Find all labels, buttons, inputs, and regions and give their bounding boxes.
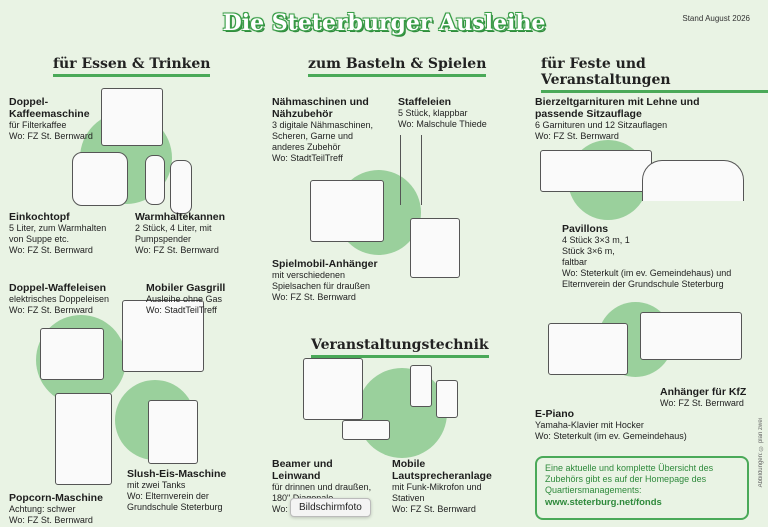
section-basteln: zum Basteln & Spielen: [308, 56, 487, 77]
item-title: Pavillons: [562, 223, 609, 235]
item-desc: mit verschiedenen Spielsachen für drauße…: [272, 270, 371, 291]
item-location: Wo: FZ St. Bernward: [9, 515, 93, 525]
stand-date: Stand August 2026: [682, 14, 750, 23]
item-title: Warmhaltekannen: [135, 211, 226, 223]
item-title: Mobile Lautsprecheranlage: [392, 458, 492, 482]
item-location: Wo: Malschule Thiede: [398, 119, 487, 129]
item-title: Beamer und Leinwand: [272, 458, 333, 482]
item-warmhalte: Warmhaltekannen 2 Stück, 4 Liter, mit Pu…: [135, 211, 235, 256]
homepage-link[interactable]: www.steterburg.net/fonds: [545, 497, 662, 508]
item-bierzelt: Bierzeltgarnituren mit Lehne und passend…: [535, 96, 710, 142]
easel-illustration: [400, 135, 422, 205]
section-essen: für Essen & Trinken: [53, 56, 211, 77]
item-location: Wo: FZ St. Bernward: [9, 305, 93, 315]
waffle-iron-illustration: [40, 328, 104, 380]
item-title: Nähmaschinen und Nähzubehör: [272, 96, 369, 120]
item-piano: E-Piano Yamaha-Klavier mit Hocker Wo: St…: [535, 408, 725, 442]
gas-grill-illustration: [122, 300, 204, 372]
item-location: Wo: Steterkult (im ev. Gemeindehaus) und…: [562, 268, 732, 289]
item-title: Doppel-Kaffeemaschine: [9, 96, 90, 120]
item-title: Doppel-Waffeleisen: [9, 282, 107, 294]
item-gasgrill: Mobiler Gasgrill Ausleihe ohne Gas Wo: S…: [146, 282, 246, 316]
item-lautsprecher: Mobile Lautsprecheranlage mit Funk-Mikro…: [392, 458, 512, 515]
car-trailer-illustration: [640, 312, 742, 360]
info-text: Eine aktuelle und komplette Übersicht de…: [545, 463, 714, 495]
item-title: Mobiler Gasgrill: [146, 282, 226, 294]
item-staffelei: Staffeleien 5 Stück, klappbar Wo: Malsch…: [398, 96, 508, 130]
item-anhaenger: Anhänger für KfZ Wo: FZ St. Bernward: [660, 386, 755, 409]
speaker-illustration: [410, 365, 432, 407]
item-desc: 2 Stück, 4 Liter, mit Pumpspender: [135, 223, 212, 244]
item-location: Wo: FZ St. Bernward: [9, 131, 93, 141]
pot-illustration: [72, 152, 128, 206]
piano-illustration: [548, 323, 628, 375]
sewing-machine-illustration: [310, 180, 384, 242]
beer-bench-illustration: [540, 150, 652, 192]
screenshot-tooltip: Bildschirmfoto: [290, 498, 371, 517]
item-desc: mit zwei Tanks: [127, 480, 186, 490]
item-location: Wo: FZ St. Bernward: [535, 131, 619, 141]
trailer-illustration: [410, 218, 460, 278]
item-title: E-Piano: [535, 408, 575, 420]
item-title: Einkochtopf: [9, 211, 70, 223]
item-title: Slush-Eis-Maschine: [127, 468, 227, 480]
item-popcorn: Popcorn-Maschine Achtung: schwer Wo: FZ …: [9, 492, 119, 526]
popcorn-machine-illustration: [55, 393, 112, 485]
image-credit: Abbildungen: © plan zwei: [758, 417, 764, 487]
item-desc: Yamaha-Klavier mit Hocker: [535, 420, 644, 430]
item-location: Wo: StadtTeilTreff: [146, 305, 217, 315]
projector-illustration: [342, 420, 390, 440]
item-einkochtopf: Einkochtopf 5 Liter, zum Warmhalten von …: [9, 211, 109, 256]
item-location: Wo: StadtTeilTreff: [272, 153, 343, 163]
item-pavillon: Pavillons 4 Stück 3×3 m, 1 Stück 3×6 m, …: [562, 223, 752, 290]
item-naeh: Nähmaschinen und Nähzubehör 3 digitale N…: [272, 96, 384, 164]
item-location: Wo: Steterkult (im ev. Gemeindehaus): [535, 431, 687, 441]
item-location: Wo: FZ St. Bernward: [9, 245, 93, 255]
item-spielmobil: Spielmobil-Anhänger mit verschiedenen Sp…: [272, 258, 392, 303]
item-desc: 5 Liter, zum Warmhalten von Suppe etc.: [9, 223, 107, 244]
item-location: Wo: FZ St. Bernward: [660, 398, 744, 408]
item-desc: elektrisches Doppeleisen: [9, 294, 110, 304]
item-title: Staffeleien: [398, 96, 452, 108]
item-location: Wo: Elternverein der Grundschule Steterb…: [127, 491, 223, 512]
section-technik: Veranstaltungstechnik: [311, 337, 489, 358]
item-desc: 6 Garnituren und 12 Sitzauflagen: [535, 120, 668, 130]
slush-machine-illustration: [148, 400, 198, 464]
coffee-machine-illustration: [101, 88, 163, 146]
speaker-illustration: [436, 380, 458, 418]
projector-screen-illustration: [303, 358, 363, 420]
item-location: Wo: FZ St. Bernward: [272, 292, 356, 302]
item-desc: Achtung: schwer: [9, 504, 76, 514]
item-desc: Ausleihe ohne Gas: [146, 294, 223, 304]
item-desc: für Filterkaffee: [9, 120, 67, 130]
item-title: Bierzeltgarnituren mit Lehne und passend…: [535, 96, 700, 120]
section-feste: für Feste und Veranstaltungen: [541, 56, 768, 93]
item-desc: 5 Stück, klappbar: [398, 108, 468, 118]
item-desc: 4 Stück 3×3 m, 1 Stück 3×6 m, faltbar: [562, 235, 630, 267]
thermos-illustration: [145, 155, 165, 205]
item-desc: mit Funk-Mikrofon und Stativen: [392, 482, 482, 503]
item-slush: Slush-Eis-Maschine mit zwei Tanks Wo: El…: [127, 468, 247, 513]
item-kaffee: Doppel-Kaffeemaschine für Filterkaffee W…: [9, 96, 101, 142]
green-blob: [357, 368, 447, 458]
item-location: Wo: FZ St. Bernward: [392, 504, 476, 514]
item-title: Popcorn-Maschine: [9, 492, 103, 504]
page-title: Die Steterburger Ausleihe: [222, 10, 546, 36]
info-box: Eine aktuelle und komplette Übersicht de…: [535, 456, 749, 520]
pavilion-illustration: [642, 160, 744, 201]
item-title: Spielmobil-Anhänger: [272, 258, 378, 270]
item-location: Wo: FZ St. Bernward: [135, 245, 219, 255]
item-waffel: Doppel-Waffeleisen elektrisches Doppelei…: [9, 282, 134, 316]
item-desc: 3 digitale Nähmaschinen, Scheren, Garne …: [272, 120, 374, 152]
thermos-illustration: [170, 160, 192, 214]
item-title: Anhänger für KfZ: [660, 386, 747, 398]
